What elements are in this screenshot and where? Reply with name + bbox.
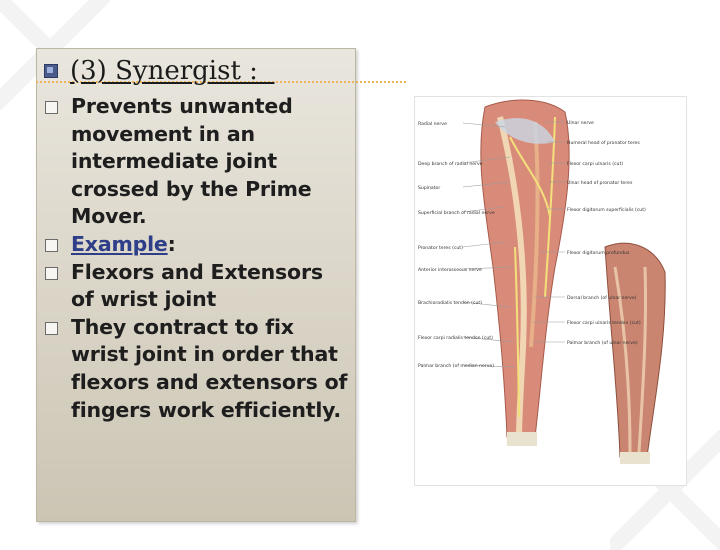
checkbox-bullet-icon: [45, 101, 58, 114]
heading-row: (3) Synergist :: [44, 54, 274, 88]
figure-label: Palmar branch (of median nerve): [418, 363, 494, 369]
slide-heading: (3) Synergist :: [70, 56, 275, 86]
figure-label: Supinator: [418, 185, 440, 191]
figure-label: Ulnar nerve: [567, 120, 594, 126]
figure-right-labels: Ulnar nerve Humeral head of pronator ter…: [567, 120, 646, 346]
forearm-illustration: Radial nerve Deep branch of radial nerve…: [418, 99, 666, 464]
example-label: Example: [71, 231, 168, 256]
figure-label: Anterior interosseous nerve: [418, 267, 482, 273]
figure-label: Ulnar head of pronator teres: [567, 180, 633, 186]
bullet-item: Example:: [44, 231, 349, 259]
bullet-list: Prevents unwanted movement in an interme…: [44, 93, 349, 424]
checkbox-bullet-icon: [45, 266, 58, 280]
figure-label: Brachioradialis tendon (cut): [418, 300, 482, 306]
anatomy-figure: Radial nerve Deep branch of radial nerve…: [414, 96, 687, 486]
heading-rule: [36, 81, 406, 83]
checkbox-bullet-icon: [45, 238, 58, 252]
bullet-text: Prevents unwanted movement in an interme…: [71, 94, 312, 229]
figure-label: Deep branch of radial nerve: [418, 161, 483, 167]
figure-label: Flexor digitorum profundus: [567, 250, 630, 256]
bullet-item: Flexors and Extensors of wrist joint: [44, 259, 349, 314]
figure-label: Flexor carpi ulnaris tendon (cut): [567, 320, 641, 326]
square-bullet-icon: [44, 64, 58, 78]
figure-label: Pronator teres (cut): [418, 245, 463, 251]
bullet-item: They contract to fix wrist joint in orde…: [44, 314, 349, 424]
bullet-text: They contract to fix wrist joint in orde…: [71, 314, 348, 422]
checkbox-bullet-icon: [45, 321, 58, 335]
figure-label: Palmar branch (of ulnar nerve): [567, 340, 638, 346]
figure-left-labels: Radial nerve Deep branch of radial nerve…: [418, 121, 495, 369]
text-panel: [36, 48, 356, 522]
figure-label: Humeral head of pronator teres: [567, 140, 640, 146]
figure-label: Dorsal branch (of ulnar nerve): [567, 295, 637, 301]
figure-label: Superficial branch of radial nerve: [418, 210, 495, 216]
figure-label: Radial nerve: [418, 121, 447, 127]
figure-label: Flexor digitorum superficialis (cut): [567, 207, 646, 213]
example-colon: :: [167, 231, 176, 256]
bullet-text: Flexors and Extensors of wrist joint: [71, 259, 323, 312]
figure-label: Flexor carpi ulnaris (cut): [567, 161, 623, 167]
figure-label: Flexor carpi radialis tendon (cut): [418, 335, 493, 341]
bullet-item: Prevents unwanted movement in an interme…: [44, 93, 349, 231]
